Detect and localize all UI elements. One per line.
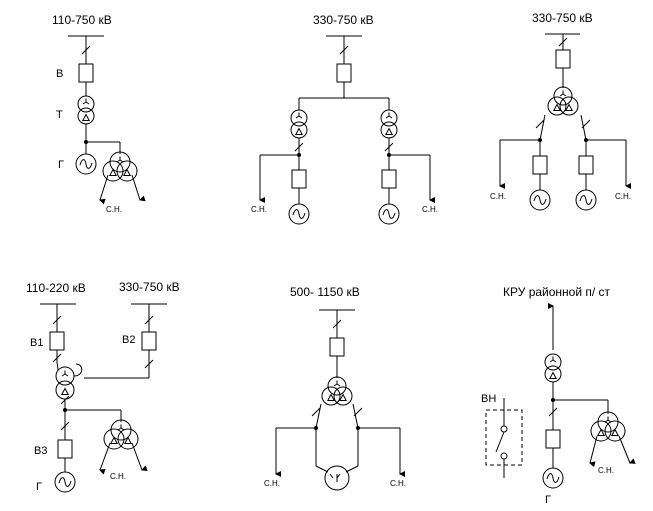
generator-right-icon <box>575 189 597 211</box>
generator-left-icon <box>288 203 310 225</box>
scheme-1-title: 110-750 кВ <box>52 13 112 27</box>
breaker <box>336 63 352 83</box>
scheme-4-title-left: 110-220 кВ <box>26 281 86 295</box>
scheme-2-title: 330-750 кВ <box>313 13 374 27</box>
scheme-3: 330-750 кВ С.Н. С.Н. <box>490 11 631 211</box>
transformer-icon <box>545 354 561 382</box>
aux-right-label: С.Н. <box>615 192 631 201</box>
generator-icon <box>75 153 97 175</box>
scheme-5: 500- 1150 кВ С.Н. С.Н. <box>264 285 406 491</box>
aux-transformer-icon <box>103 152 137 181</box>
breaker-label: В <box>56 68 63 80</box>
hv-label: ВН <box>481 393 496 405</box>
b3-label: В3 <box>34 445 47 457</box>
scheme-2: 330-750 кВ С.Н. С.Н. <box>251 13 438 225</box>
scheme-5-title: 500- 1150 кВ <box>290 285 360 299</box>
aux-left-label: С.Н. <box>264 479 280 488</box>
transformer-left-icon <box>291 110 307 138</box>
generator-label: Г <box>36 481 42 493</box>
aux-label: С.Н. <box>106 205 122 214</box>
split-generator-icon <box>324 465 350 491</box>
aux-label: С.Н. <box>110 472 126 481</box>
aux-right-label: С.Н. <box>422 205 438 214</box>
scheme-6: КРУ районной п/ ст С.Н. Г ВН <box>481 285 636 506</box>
generator-label: Г <box>545 494 551 506</box>
generator-left-icon <box>529 189 551 211</box>
aux-transformer-icon <box>591 412 625 441</box>
three-winding-transformer-icon <box>322 377 352 405</box>
aux-left-label: С.Н. <box>490 192 506 201</box>
scheme-4: 110-220 кВ 330-750 кВ В1 В2 С.Н. <box>26 280 180 493</box>
generator-icon <box>542 467 564 489</box>
aux-right-label: С.Н. <box>390 479 406 488</box>
generator-right-icon <box>378 203 400 225</box>
generator-icon <box>54 471 76 493</box>
b2-label: В2 <box>122 334 135 346</box>
three-winding-transformer-icon <box>548 87 578 115</box>
transformer-right-icon <box>381 110 397 138</box>
scheme-6-title: КРУ районной п/ ст <box>503 285 611 299</box>
transformer-label: Т <box>56 109 63 121</box>
generator-label: Г <box>58 159 64 171</box>
scheme-3-title: 330-750 кВ <box>532 11 593 25</box>
scheme-1: 110-750 кВ В Т Г С.Н. <box>52 13 146 214</box>
b1-label: В1 <box>30 337 43 349</box>
block-transformer-icon <box>78 96 94 124</box>
breaker <box>78 63 94 83</box>
aux-left-label: С.Н. <box>251 205 267 214</box>
aux-label: С.Н. <box>598 466 614 475</box>
scheme-4-title-right: 330-750 кВ <box>119 280 180 294</box>
